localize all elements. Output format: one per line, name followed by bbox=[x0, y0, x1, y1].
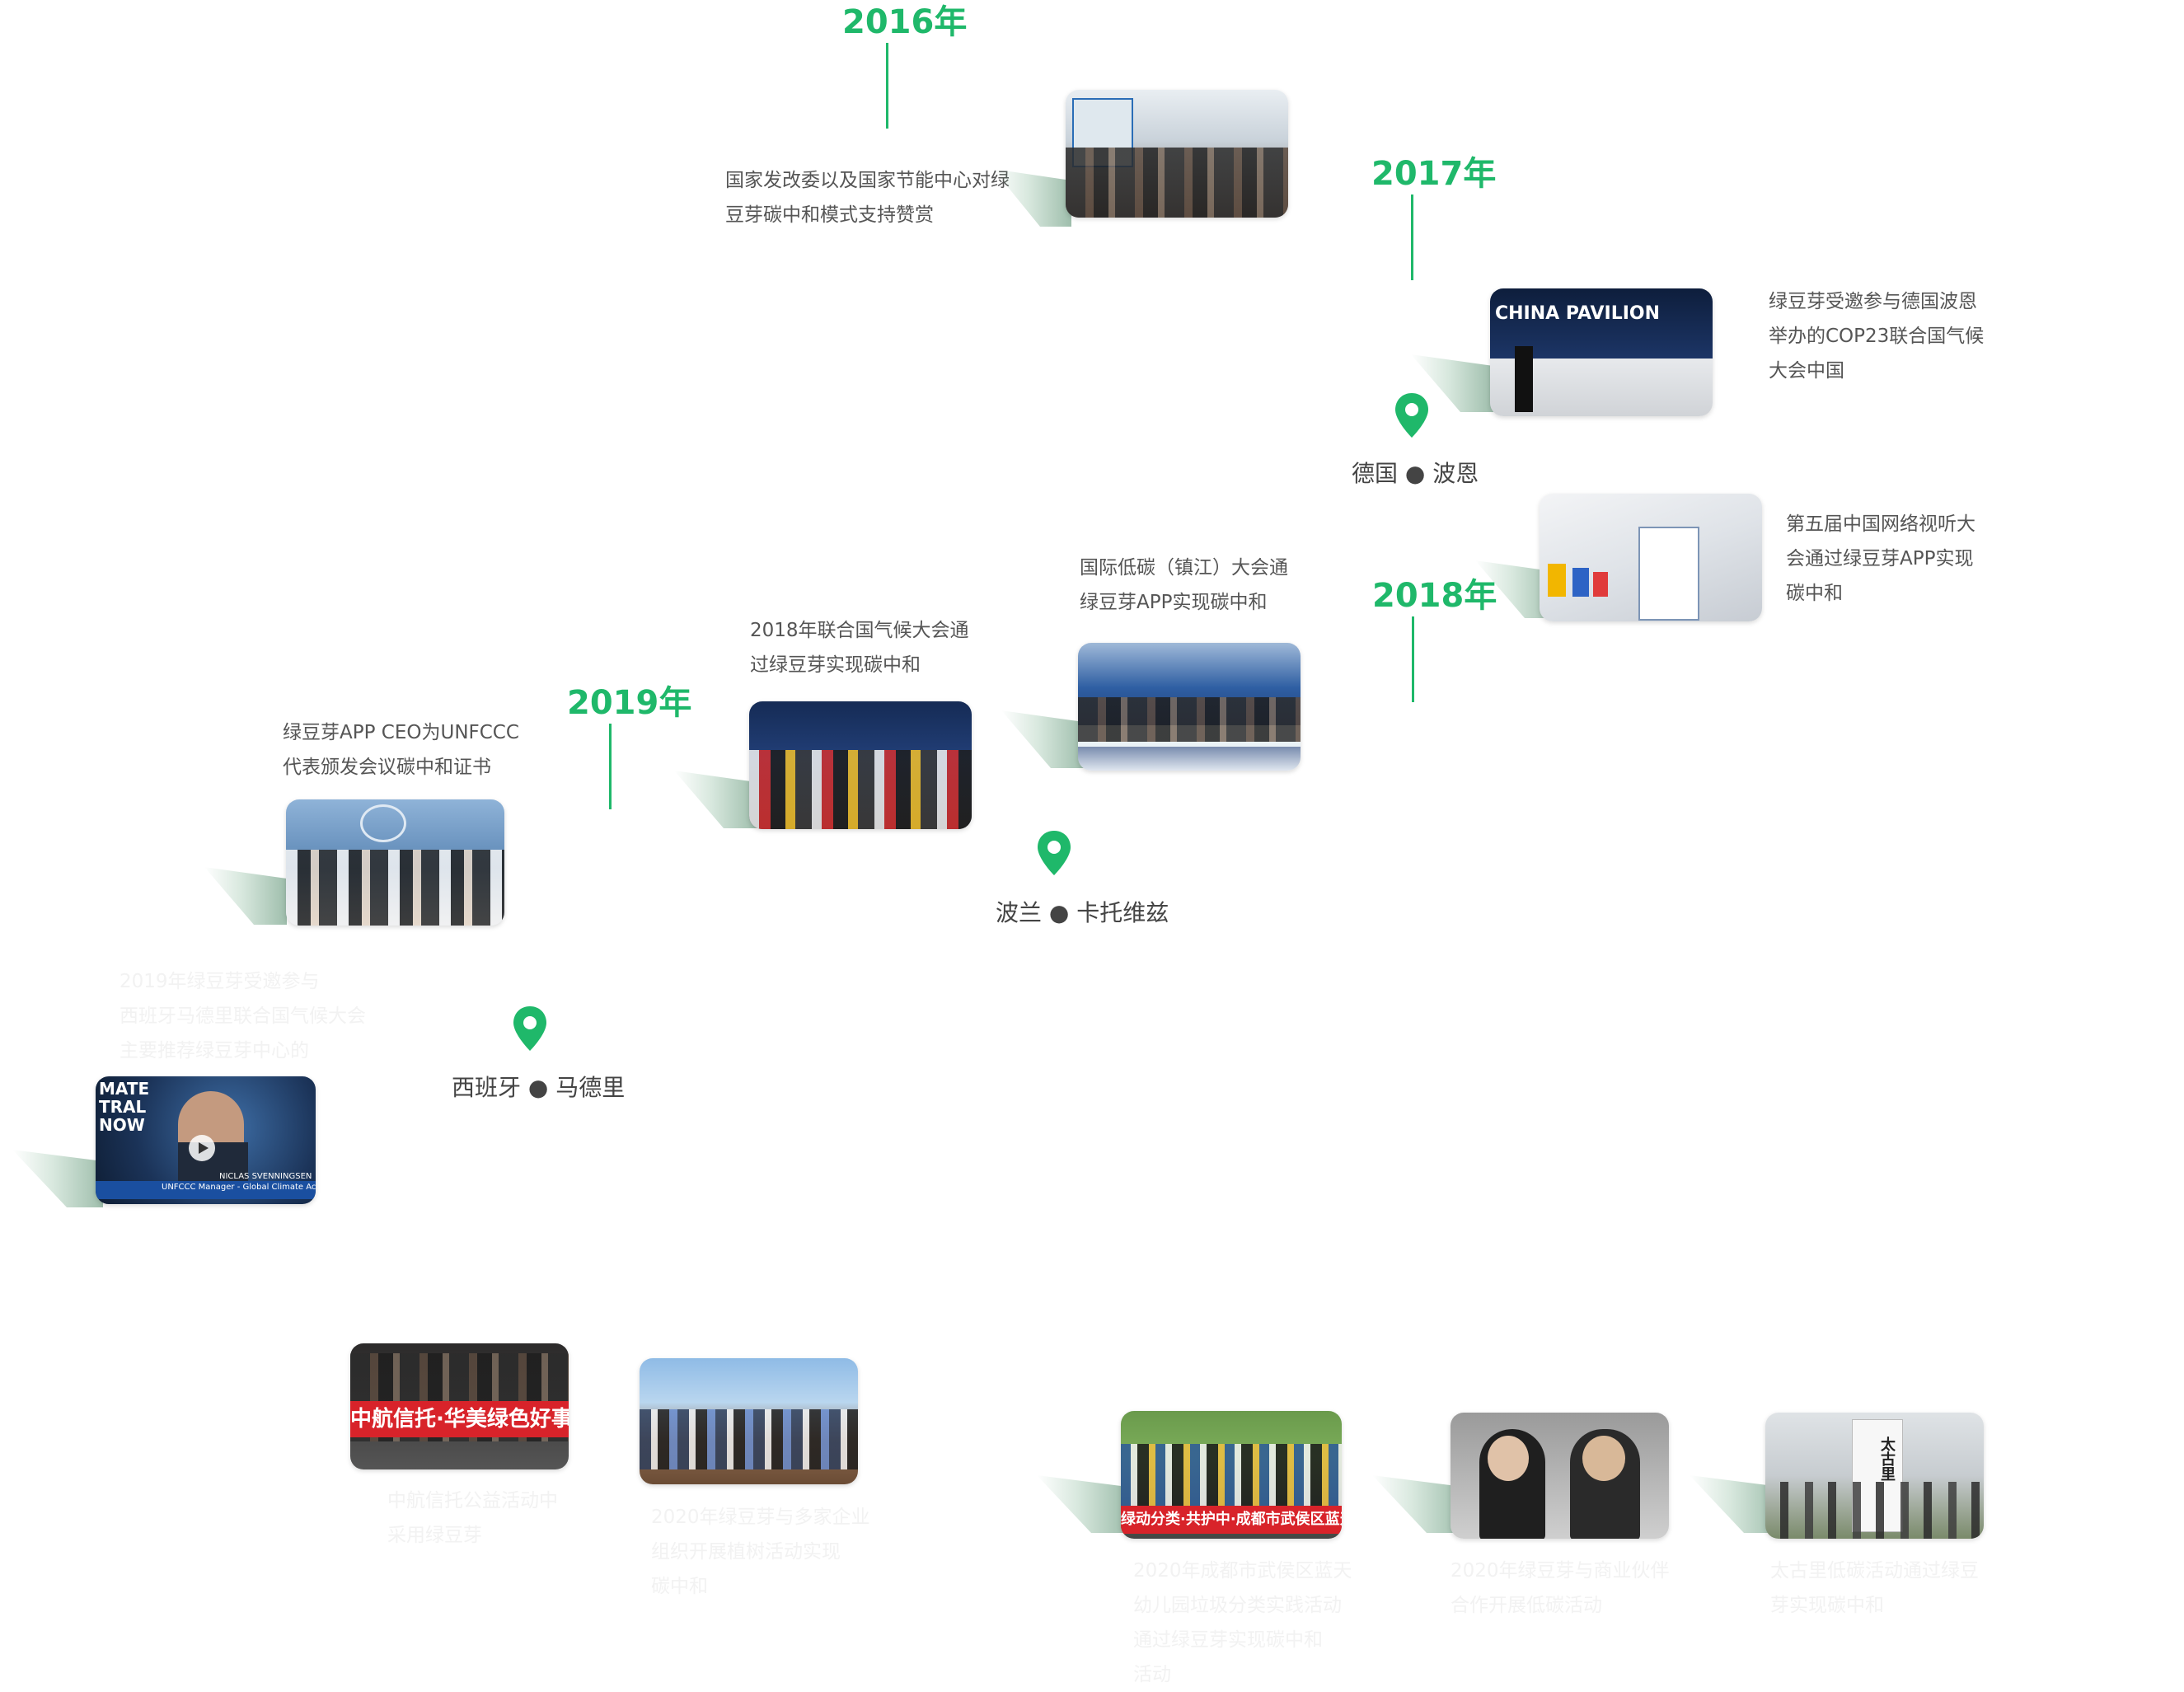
event-2017-photo[interactable]: CHINA PAVILION bbox=[1490, 288, 1713, 416]
map-pin-icon bbox=[1038, 831, 1071, 875]
event-bottom4-description: 2020年绿豆芽与商业伙伴 合作开展低碳活动 bbox=[1451, 1560, 1670, 1616]
event-bottom2-description: 2020年绿豆芽与多家企业 组织开展植树活动实现 碳中和 bbox=[651, 1507, 870, 1597]
timeline-connector-2017 bbox=[1411, 195, 1413, 280]
event-2016-description: 国家发改委以及国家节能中心对绿 豆芽碳中和模式支持赞赏 bbox=[725, 170, 1010, 226]
face-shape bbox=[1582, 1436, 1625, 1481]
map-pin-icon bbox=[1395, 393, 1428, 438]
year-2017: 2017年 bbox=[1371, 155, 1497, 193]
face-shape bbox=[1488, 1436, 1529, 1481]
timeline-connector-2018 bbox=[1412, 616, 1414, 702]
event-photo-partners[interactable] bbox=[1451, 1413, 1669, 1539]
event-photo-ribbon[interactable]: 中航信托·华美绿色好事信 bbox=[350, 1343, 569, 1469]
event-2018b-description: 国际低碳（镇江）大会通 绿豆芽APP实现碳中和 bbox=[1080, 557, 1288, 613]
location-bonn: 德国 ● 波恩 bbox=[1352, 460, 1479, 487]
speaker-shape bbox=[1515, 346, 1533, 412]
event-2019-description: 绿豆芽APP CEO为UNFCCC 代表颁发会议碳中和证书 bbox=[283, 722, 519, 778]
taikoo-sign-text: 太古里 bbox=[1878, 1437, 1896, 1481]
china-pavilion-label: CHINA PAVILION bbox=[1495, 303, 1661, 324]
event-photo-taikoo[interactable]: 太古里 bbox=[1765, 1413, 1984, 1539]
red-banner: 中航信托·华美绿色好事信 bbox=[350, 1401, 569, 1437]
event-2018b-photo[interactable] bbox=[1078, 643, 1301, 771]
event-bottom3-description: 2020年成都市武侯区蓝天 幼儿园垃圾分类实践活动 通过绿豆芽实现碳中和 活动 bbox=[1133, 1560, 1352, 1685]
banner-shape bbox=[1548, 564, 1566, 597]
event-bottom5-description: 太古里低碳活动通过绿豆 芽实现碳中和 bbox=[1770, 1560, 1979, 1616]
video-left-text: MATE TRAL NOW bbox=[99, 1080, 150, 1134]
people-shape bbox=[1121, 1443, 1342, 1514]
event-2016-photo[interactable] bbox=[1066, 90, 1288, 218]
year-2018: 2018年 bbox=[1372, 577, 1497, 615]
event-2018c-description: 2018年联合国气候大会通 过绿豆芽实现碳中和 bbox=[750, 620, 969, 676]
madrid-video-thumbnail[interactable]: MATE TRAL NOW UNFCCC Manager - Global Cl… bbox=[96, 1076, 316, 1204]
people-shape bbox=[640, 1408, 858, 1469]
location-madrid: 西班牙 ● 马德里 bbox=[452, 1074, 626, 1101]
photo-shadow bbox=[204, 867, 287, 925]
photo-shadow bbox=[1372, 1475, 1463, 1533]
play-icon[interactable] bbox=[188, 1134, 216, 1162]
people-shape bbox=[1765, 1482, 1984, 1539]
photo-shadow bbox=[1001, 710, 1084, 768]
photo-shadow bbox=[674, 771, 757, 828]
video-caption: UNFCCC Manager - Global Climate Action bbox=[162, 1183, 316, 1192]
event-madrid-description: 2019年绿豆芽受邀参与 西班牙马德里联合国气候大会 主要推荐绿豆芽中心的 bbox=[120, 971, 366, 1062]
un-emblem-shape bbox=[360, 804, 406, 842]
photo-shadow bbox=[12, 1150, 103, 1207]
event-2018a-photo[interactable] bbox=[1540, 494, 1762, 621]
photo-shadow bbox=[1037, 1475, 1127, 1533]
banner-shape bbox=[1593, 572, 1608, 597]
year-2019: 2019年 bbox=[567, 684, 692, 722]
event-2018a-description: 第五届中国网络视听大 会通过绿豆芽APP实现 碳中和 bbox=[1786, 513, 1975, 604]
sign-shape bbox=[1638, 527, 1699, 621]
people-shape bbox=[286, 850, 504, 926]
year-2016: 2016年 bbox=[842, 3, 968, 41]
event-2018c-photo[interactable] bbox=[749, 701, 972, 829]
people-shape bbox=[1078, 696, 1301, 742]
people-shape bbox=[1066, 147, 1288, 218]
timeline-connector-2016 bbox=[886, 43, 888, 129]
event-bottom1-description: 中航信托公益活动中 采用绿豆芽 bbox=[387, 1490, 558, 1546]
people-shape bbox=[749, 749, 972, 829]
caption-bar: UNFCCC Manager - Global Climate Action bbox=[96, 1181, 316, 1199]
event-2019-photo[interactable] bbox=[286, 799, 504, 926]
map-pin-icon bbox=[513, 1006, 546, 1051]
banner-shape bbox=[1572, 568, 1589, 597]
event-photo-planting[interactable] bbox=[640, 1358, 858, 1484]
event-2017-description: 绿豆芽受邀参与德国波恩 举办的COP23联合国气候 大会中国 bbox=[1769, 291, 1985, 382]
timeline-connector-2019 bbox=[609, 724, 612, 809]
video-name: NICLAS SVENNINGSEN bbox=[219, 1172, 312, 1181]
location-katowice: 波兰 ● 卡托维兹 bbox=[996, 899, 1169, 926]
